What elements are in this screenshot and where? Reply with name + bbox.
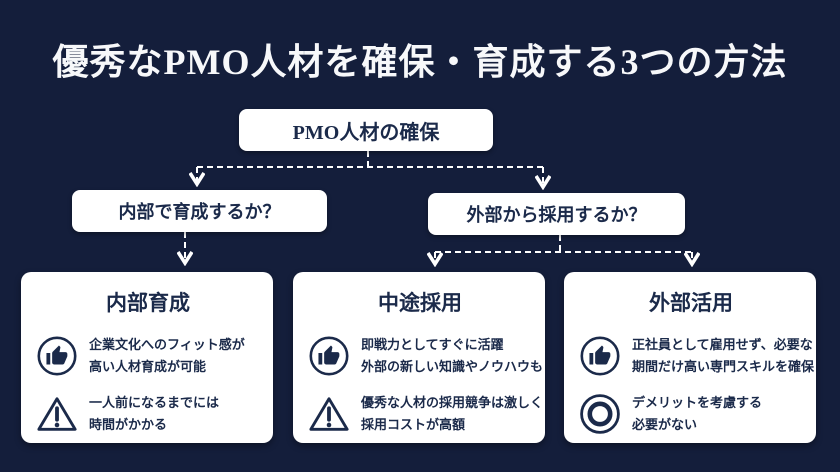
text-line: 企業文化へのフィット感が xyxy=(89,337,245,352)
card-con-row: 一人前になるまでには 時間がかかる xyxy=(36,392,260,436)
text-line: 時間がかかる xyxy=(89,417,168,432)
card-midcareer-hiring: 中途採用 即戦力としてすぐに活躍 外部の新しい知識やノウハウも xyxy=(293,272,545,443)
text-line: 一人前になるまでには xyxy=(89,395,220,410)
text-line: 即戦力としてすぐに活躍 xyxy=(361,337,504,352)
card-pro-text: 企業文化へのフィット感が 高い人材育成が可能 xyxy=(89,334,245,378)
warning-icon xyxy=(308,393,350,435)
thumbs-up-icon xyxy=(308,335,350,377)
flow-node-root: PMO人材の確保 xyxy=(239,109,493,151)
card-pro-row: 正社員として雇用せず、必要な 期間だけ高い専門スキルを確保 xyxy=(579,334,814,378)
text-line: 正社員として雇用せず、必要な xyxy=(632,337,813,352)
text-line: 高い人材育成が可能 xyxy=(89,359,207,374)
page-title: 優秀なPMO人材を確保・育成する3つの方法 xyxy=(52,42,788,82)
double-circle-icon xyxy=(579,393,621,435)
text-line: デメリットを考慮する xyxy=(632,395,763,410)
card-note-row: デメリットを考慮する 必要がない xyxy=(579,392,803,436)
card-pro-text: 即戦力としてすぐに活躍 外部の新しい知識やノウハウも xyxy=(361,334,543,378)
card-title: 外部活用 xyxy=(649,291,733,315)
card-title: 内部育成 xyxy=(106,291,190,315)
flow-node-left-question: 内部で育成するか？ xyxy=(72,190,327,232)
card-pro-text: 正社員として雇用せず、必要な 期間だけ高い専門スキルを確保 xyxy=(632,334,814,378)
card-pro-row: 企業文化へのフィット感が 高い人材育成が可能 xyxy=(36,334,260,378)
text-line: 優秀な人材の採用競争は激しく xyxy=(361,395,544,410)
text-line: 期間だけ高い専門スキルを確保 xyxy=(632,359,815,374)
card-con-row: 優秀な人材の採用競争は激しく 採用コストが高額 xyxy=(308,392,543,436)
card-pro-row: 即戦力としてすぐに活躍 外部の新しい知識やノウハウも xyxy=(308,334,543,378)
card-con-text: 一人前になるまでには 時間がかかる xyxy=(89,392,219,436)
text-line: 外部の新しい知識やノウハウも xyxy=(361,359,544,374)
thumbs-up-icon xyxy=(579,335,621,377)
text-line: 必要がない xyxy=(632,417,698,432)
text-line: 採用コストが高額 xyxy=(361,417,466,432)
card-internal-development: 内部育成 企業文化へのフィット感が 高い人材育成が可能 xyxy=(21,272,273,443)
thumbs-up-icon xyxy=(36,335,78,377)
card-title: 中途採用 xyxy=(378,291,462,315)
card-external-utilization: 外部活用 正社員として雇用せず、必要な 期間だけ高い専門スキルを確保 xyxy=(564,272,816,443)
card-con-text: 優秀な人材の採用競争は激しく 採用コストが高額 xyxy=(361,392,543,436)
card-note-text: デメリットを考慮する 必要がない xyxy=(632,392,762,436)
warning-icon xyxy=(36,393,78,435)
flow-node-right-question: 外部から採用するか？ xyxy=(428,193,685,235)
